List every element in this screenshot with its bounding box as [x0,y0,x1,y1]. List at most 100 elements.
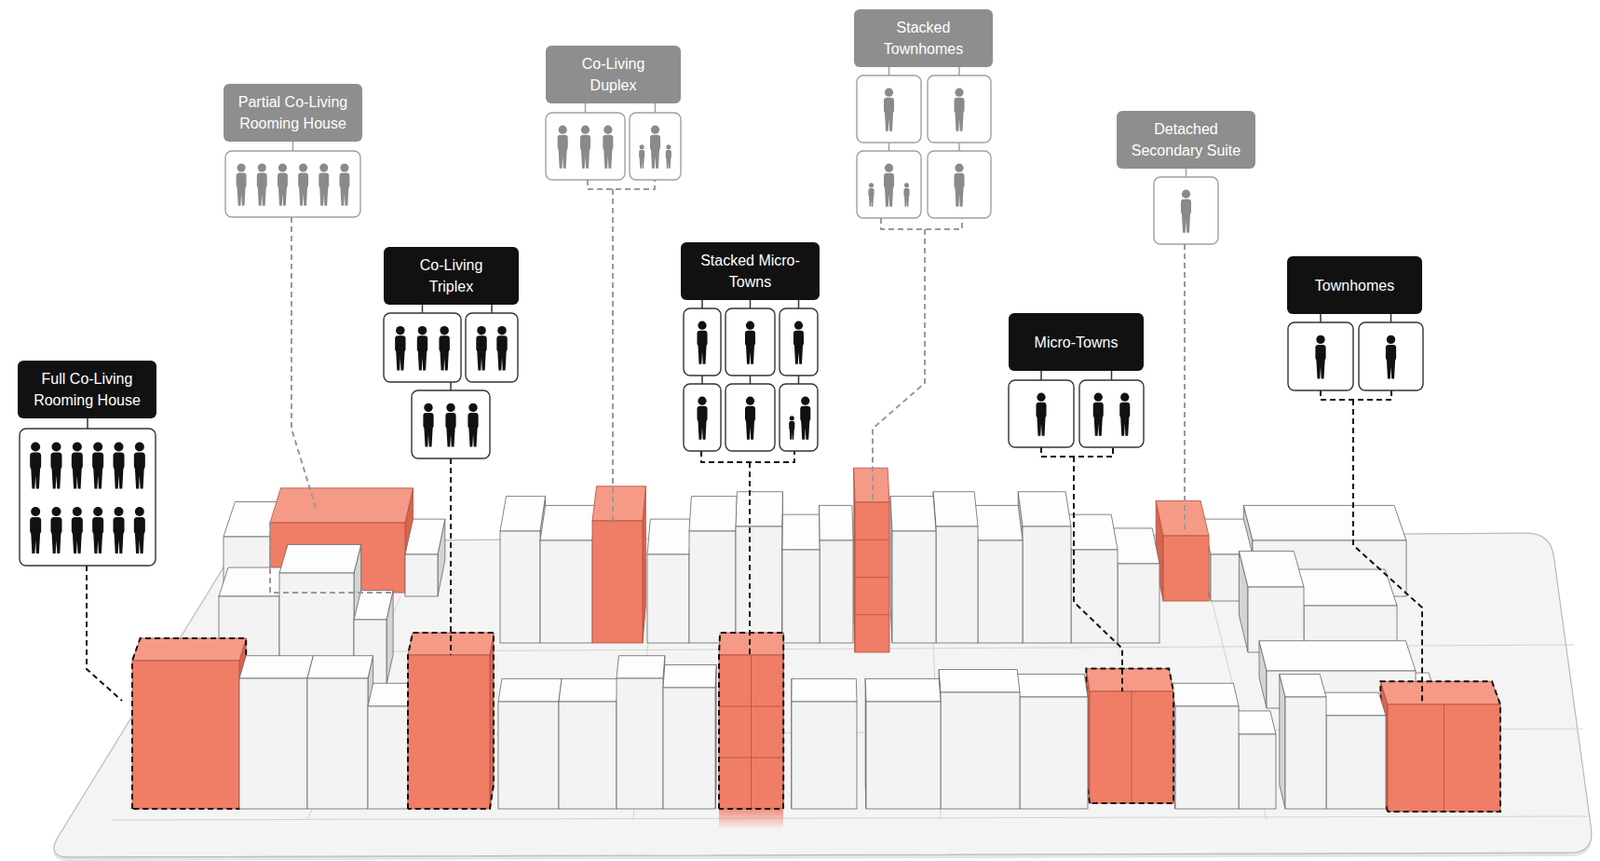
person-body [1180,199,1192,216]
occupant-card [1079,379,1144,448]
leader-line [291,216,317,511]
person-legs [868,195,874,207]
person-legs [1181,213,1191,233]
person-legs [298,186,308,206]
card-stub [292,141,295,151]
building-roof [132,637,246,661]
person-head [135,506,145,516]
person-legs [93,466,103,489]
building-front [1238,733,1276,809]
building-front [892,530,936,643]
person-head [278,162,287,172]
person-legs [72,466,82,489]
building-front [854,501,890,652]
card-frame [1153,176,1219,245]
occupant-card [683,308,721,376]
label-text: Stacked Townhomes [860,16,987,60]
building-roof [689,496,737,531]
person-head [93,506,103,516]
person-body [800,406,811,422]
building-roof [592,486,646,521]
person-head [745,321,755,330]
person-legs [954,187,963,207]
card-frame [927,150,991,218]
ground-plate [54,532,1592,857]
card-frame [629,112,681,180]
building-front [540,540,593,643]
person-body [417,335,428,352]
person-head [439,325,449,336]
person-body [696,330,707,347]
person-head [468,403,477,412]
person-body [112,451,124,469]
parcel-line [111,815,1588,820]
label-text: Co-Living Triplex [400,254,503,298]
person-legs [468,426,477,448]
building-front [405,554,438,597]
label-text: Full Co-Living Rooming House [24,367,150,411]
person-body [638,149,645,159]
person-head [697,396,706,406]
building-front [558,701,617,809]
person-body [438,335,449,352]
card-stub [584,103,587,113]
person-body [277,172,288,188]
leader-line [881,217,963,230]
person-legs [52,466,62,489]
occupant-card [19,428,156,566]
type-label: Co-Living Triplex [383,246,519,305]
building-front [718,654,784,809]
person-legs [800,420,810,440]
card-stub [1040,370,1043,380]
person-head [476,325,487,336]
person-body [788,420,795,430]
person-legs [93,531,103,554]
person-legs [497,350,507,371]
leader-line [748,461,751,655]
person-legs [665,157,671,169]
person-head [697,321,706,330]
person-head [395,325,406,336]
person-body [92,516,104,534]
card-stub [958,142,961,151]
person-head [581,125,590,135]
person-legs [1094,416,1103,436]
unit-divider [854,576,890,578]
building-roof [1380,680,1501,705]
building-roof [890,496,936,531]
person-body [236,172,247,188]
building-front [940,691,1020,809]
person-legs [135,531,145,554]
person-body [112,516,124,534]
building-front [1326,715,1386,809]
person-head [558,125,568,135]
person-head [30,506,41,516]
building-roof [1155,501,1209,537]
person-body [71,516,83,534]
building-roof [819,504,854,541]
card-stub [701,299,704,309]
building-front [689,530,736,643]
building-roof [938,669,1020,693]
building-roof [647,518,692,555]
person-body [1315,344,1326,361]
occupant-card [856,75,922,143]
type-label: Partial Co-Living Rooming House [223,83,363,142]
person-body [29,516,41,534]
person-head [446,403,455,412]
unit-divider [718,757,784,759]
leader-line [1320,390,1392,400]
selection-outline [1085,668,1174,804]
card-frame [1008,379,1074,448]
type-label: Townhomes [1287,256,1423,314]
leader-line [449,458,452,655]
building-roof [500,496,546,531]
building-front [132,660,240,809]
building-front [307,677,368,809]
card-stub [701,375,704,384]
building-front [1022,526,1072,643]
building-roof [1017,491,1072,527]
leader-line [86,565,123,701]
person-head [868,182,874,188]
card-frame [1358,322,1424,391]
